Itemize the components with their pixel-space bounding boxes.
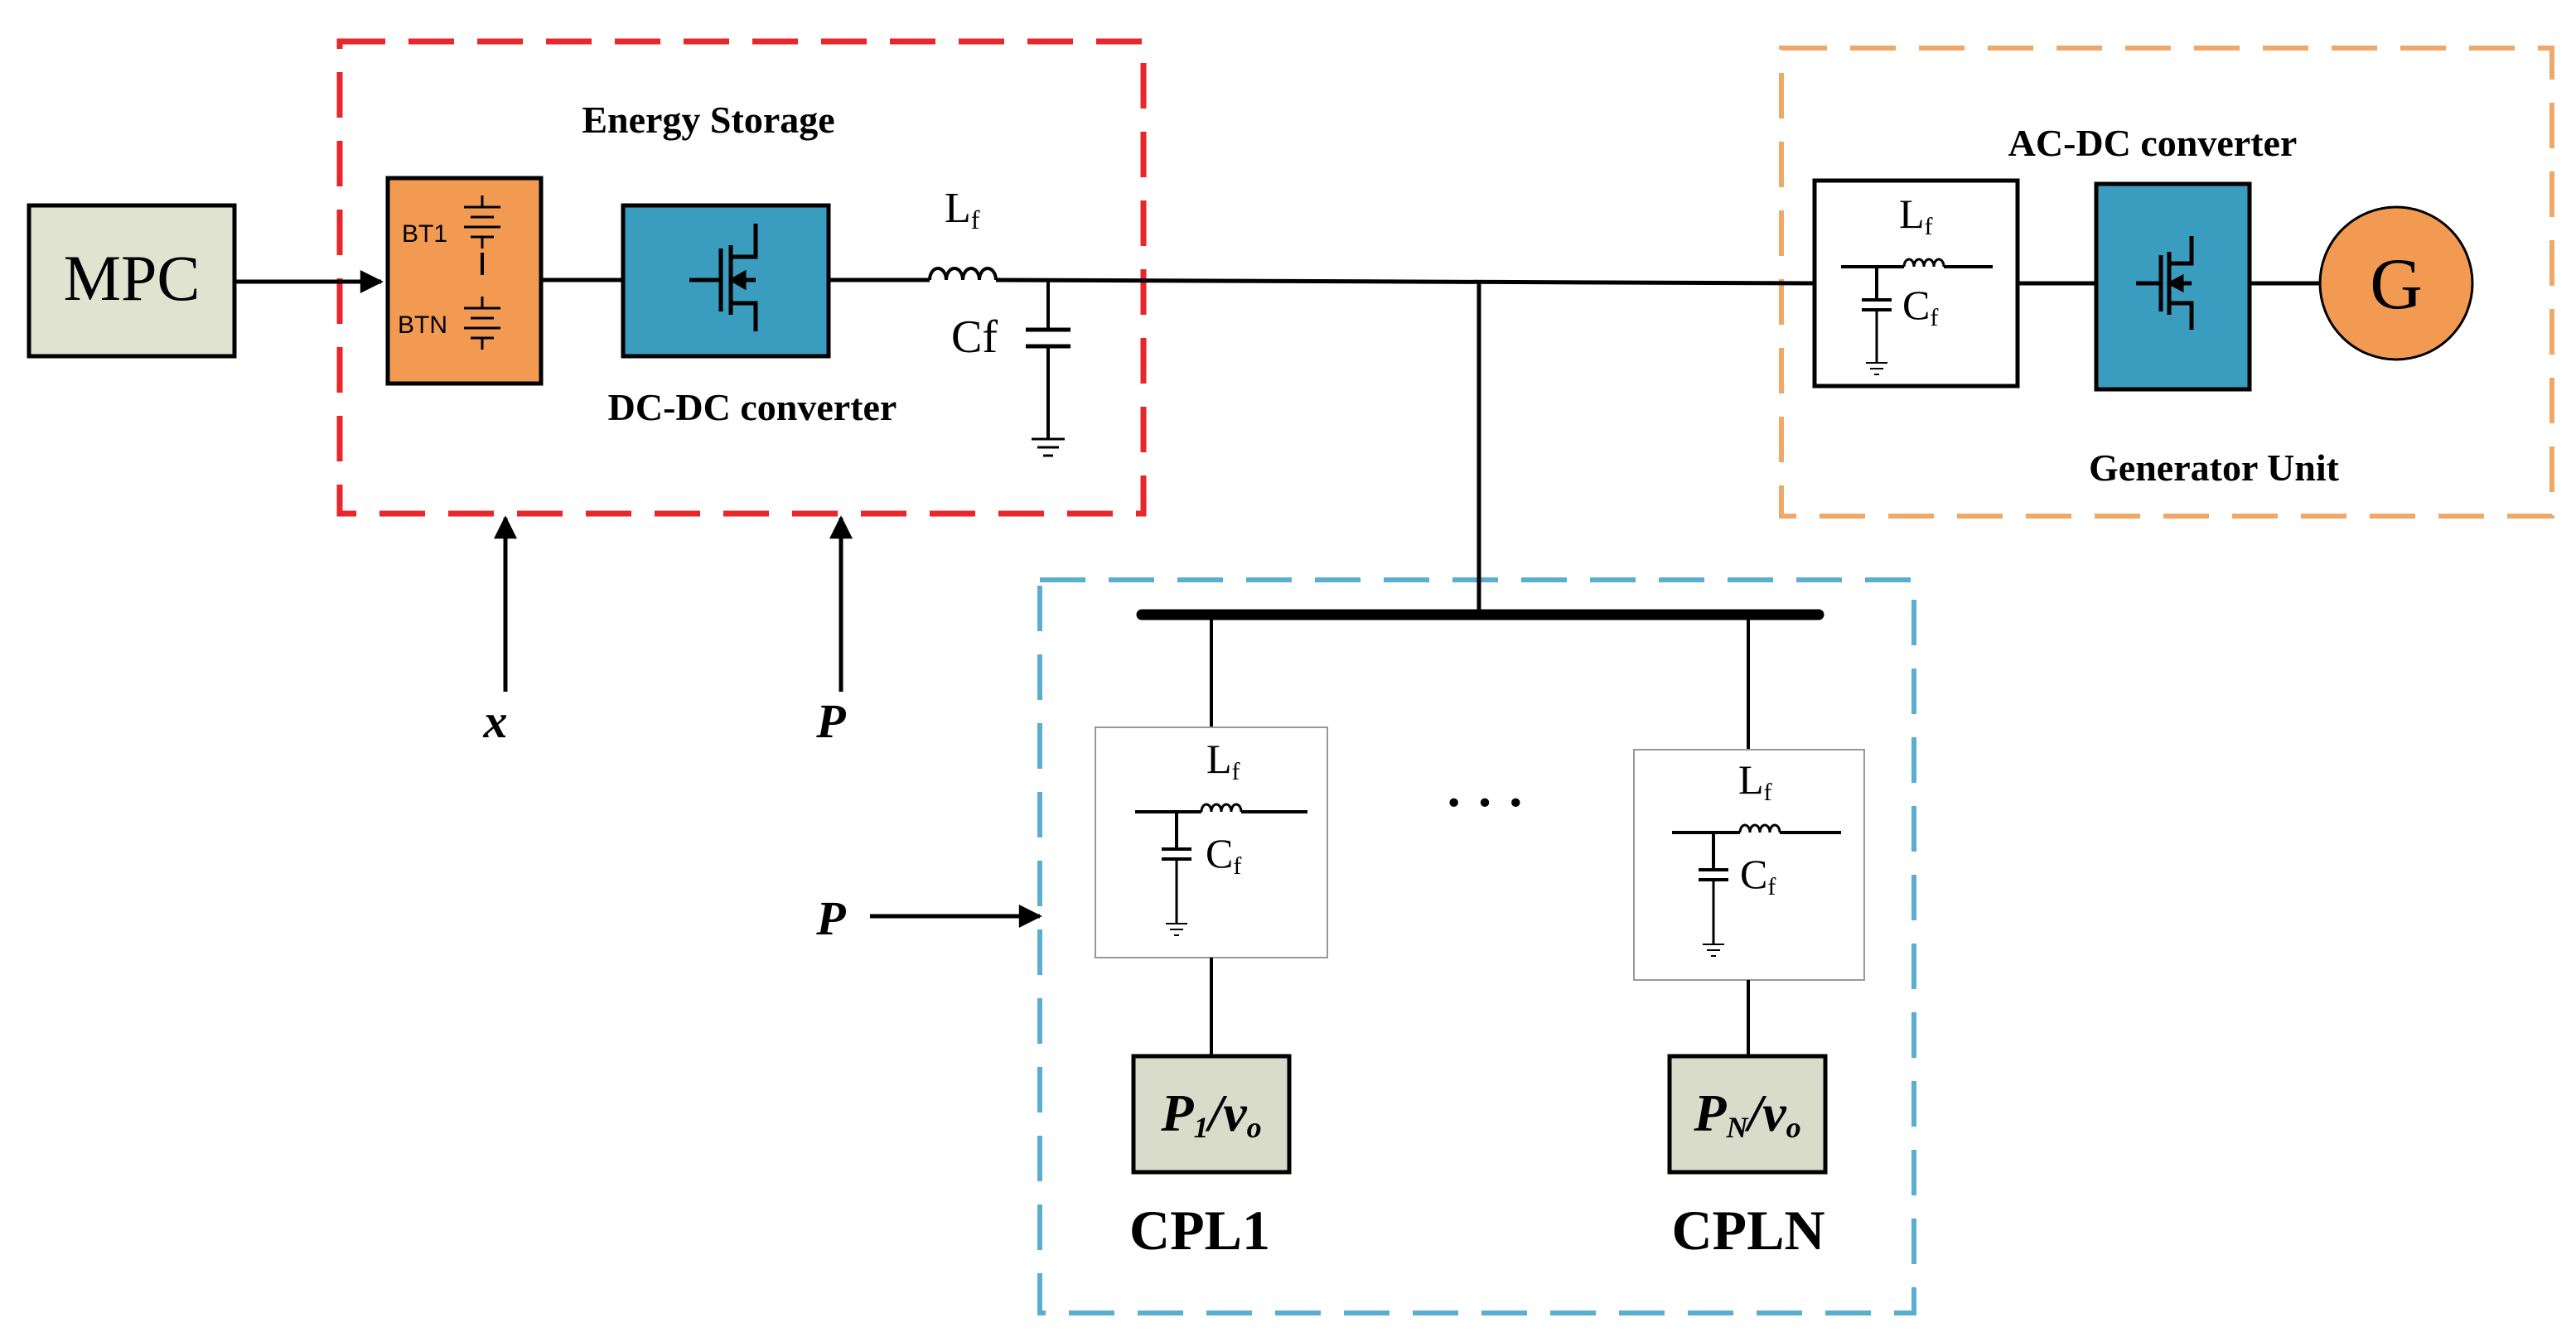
ac-dc-converter-title: AC-DC converter <box>2008 122 2298 164</box>
dc-dc-converter-label: DC-DC converter <box>608 386 897 428</box>
energy-storage-title: Energy Storage <box>582 99 834 141</box>
generator-filter-inductor-icon <box>1902 258 1945 268</box>
generator-circle <box>2318 205 2474 361</box>
cpl1-filter-inductor-label: Lf <box>1206 736 1240 785</box>
energy-storage-group <box>336 38 1147 517</box>
cpln-filter-capacitor-label: Cf <box>1740 851 1776 900</box>
battery-icon-bottom <box>464 297 500 350</box>
cpln-filter-inductor-icon <box>1738 823 1781 833</box>
p-top-input-label: P <box>815 694 846 748</box>
cpln-load-label: PN/vo <box>1693 1084 1800 1144</box>
cpl1-name: CPL1 <box>1129 1199 1270 1262</box>
cpl1-ground-icon <box>1166 923 1187 936</box>
cpln-load-block <box>1667 1054 1828 1175</box>
dc-dc-transistor-icon <box>689 224 758 331</box>
main-ground-icon <box>1032 437 1065 457</box>
cpl1-load-block <box>1131 1054 1292 1175</box>
cpln-ground-icon <box>1703 944 1724 957</box>
cpl1-filter-capacitor-label: Cf <box>1206 830 1241 880</box>
cpln-name: CPLN <box>1671 1199 1824 1262</box>
battery-block <box>385 176 544 386</box>
generator-filter-capacitor-label: Cf <box>1902 282 1938 331</box>
cpl1-load-label: P1/vo <box>1160 1084 1261 1144</box>
generator-filter-block <box>1812 178 2020 389</box>
main-bus-line <box>995 278 1824 286</box>
battery-last-label: BTN <box>398 311 447 339</box>
generator-filter-inductor-label: Lf <box>1899 191 1933 240</box>
x-input-label: x <box>483 694 508 748</box>
generator-unit-title: Generator Unit <box>2089 446 2340 489</box>
cpl1-filter-block <box>1095 726 1328 958</box>
cpl1-filter-inductor-icon <box>1200 803 1243 813</box>
main-inductor-icon <box>928 267 998 281</box>
main-inductor-label: Lf <box>945 185 980 234</box>
battery-first-label: BT1 <box>402 220 447 248</box>
mpc-block <box>27 203 237 359</box>
mpc-label: MPC <box>64 242 201 314</box>
ac-dc-transistor-icon <box>2136 236 2194 330</box>
battery-icon-top <box>464 195 500 249</box>
dc-dc-converter-block <box>621 203 831 359</box>
generator-filter-ground-icon <box>1866 362 1887 375</box>
cpln-filter-block <box>1633 749 1865 981</box>
p-side-input-label: P <box>815 891 846 945</box>
load-ellipsis: · · · <box>1445 773 1525 832</box>
main-capacitor-label: Cf <box>951 311 998 363</box>
cpln-filter-inductor-label: Lf <box>1738 756 1772 806</box>
generator-label: G <box>2370 244 2423 325</box>
